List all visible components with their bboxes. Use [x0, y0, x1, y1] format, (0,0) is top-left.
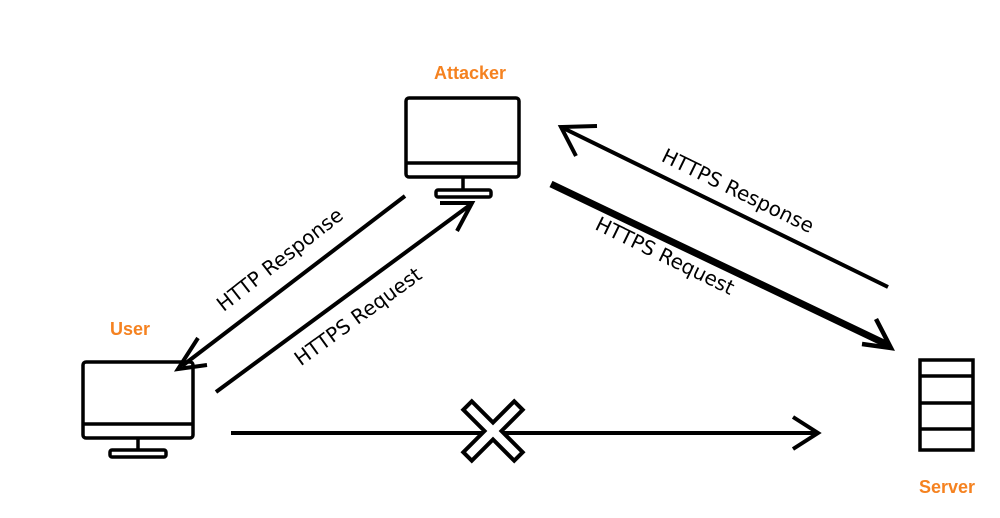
- http-response-label: HTTP Response: [212, 203, 348, 316]
- attacker-monitor-icon: [404, 96, 521, 199]
- http-response-arrow: [173, 194, 407, 372]
- https-response-arrow: [557, 124, 889, 289]
- cross-icon: [460, 398, 526, 464]
- server-label: Server: [919, 477, 975, 497]
- direct-connection-arrow: [231, 415, 822, 451]
- user-monitor-icon: [81, 360, 195, 459]
- user-https-request-label: HTTPS Request: [290, 262, 427, 371]
- attacker-https-request-label: HTTPS Request: [592, 212, 739, 300]
- user-https-request-arrow: [214, 201, 476, 394]
- attacker-label: Attacker: [434, 63, 506, 83]
- attacker-https-request-arrow: [549, 180, 895, 351]
- user-label: User: [110, 319, 150, 339]
- https-response-label: HTTPS Response: [658, 143, 818, 237]
- server-icon: [918, 358, 975, 452]
